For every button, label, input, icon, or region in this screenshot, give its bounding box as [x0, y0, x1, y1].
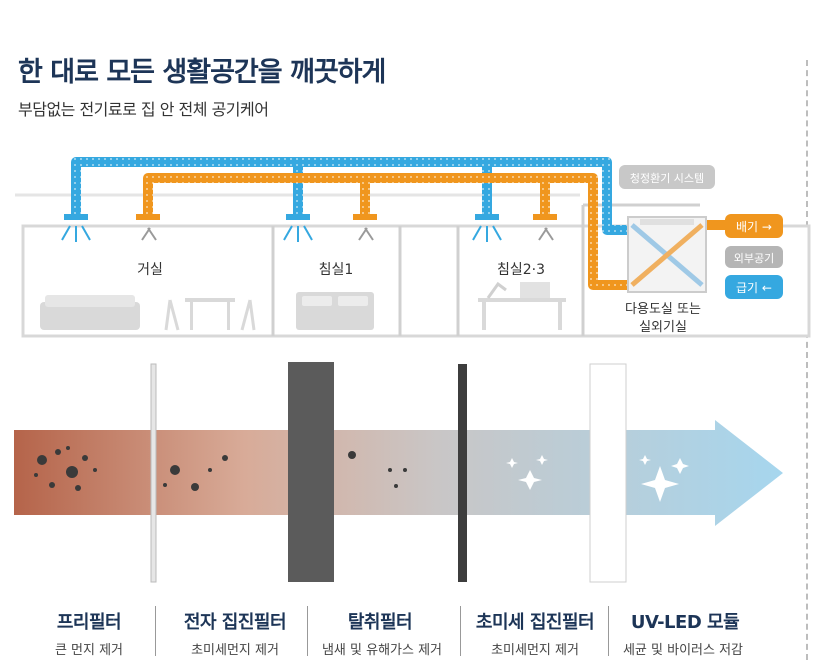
- room-label-bedroom1: 침실1: [319, 262, 354, 278]
- filter-desc-1: 큰 먼지 제거: [54, 643, 124, 658]
- room-label-bedroom23: 침실2·3: [497, 262, 545, 278]
- filter-name-5: UV-LED 모듈: [630, 612, 740, 633]
- filter-separator: [155, 606, 156, 656]
- sparkle-icons: [506, 455, 689, 502]
- air-flow-arrow: [14, 420, 783, 526]
- filter-name-3: 탈취필터: [347, 612, 413, 633]
- deodorizing-filter-panel: [458, 364, 467, 582]
- furniture-icons: [40, 281, 566, 331]
- utility-room-label-2: 실외기실: [639, 320, 687, 335]
- exhaust-badge: 배기 →: [725, 214, 783, 238]
- system-label-badge: 청정환기 시스템: [619, 165, 715, 189]
- room-label-living: 거실: [137, 262, 163, 278]
- supply-badge: 급기 ←: [725, 275, 783, 299]
- system-label-text: 청정환기 시스템: [630, 172, 704, 185]
- orange-exhaust-duct: [136, 173, 726, 290]
- filter-name-2: 전자 집진필터: [183, 612, 287, 633]
- filter-desc-4: 초미세먼지 제거: [491, 643, 579, 658]
- filter-name-4: 초미세 집진필터: [475, 612, 595, 633]
- supply-label: 급기 ←: [736, 281, 772, 295]
- electronic-filter-panel: [288, 362, 334, 582]
- utility-room-label-1: 다용도실 또는: [625, 302, 701, 317]
- filter-separator: [307, 606, 308, 656]
- vent-airflow-icons: [61, 225, 554, 242]
- filter-separator: [608, 606, 609, 656]
- filter-desc-2: 초미세먼지 제거: [191, 643, 279, 658]
- dust-particles: [34, 446, 407, 491]
- ventilation-unit: [627, 216, 707, 293]
- exhaust-label: 배기 →: [736, 220, 772, 234]
- blue-supply-duct: [64, 157, 640, 235]
- filter-desc-5: 세균 및 바이러스 저감: [622, 643, 744, 658]
- filter-separator: [460, 606, 461, 656]
- prefilter-panel: [150, 363, 157, 583]
- page-subtitle: 부담없는 전기료로 집 안 전체 공기케어: [18, 100, 269, 119]
- page-title: 한 대로 모든 생활공간을 깨끗하게: [18, 57, 386, 88]
- divider-line: [806, 60, 808, 660]
- filter-desc-3: 냄새 및 유해가스 제거: [321, 643, 443, 658]
- outside-air-badge: 외부공기: [725, 246, 783, 268]
- filter-name-1: 프리필터: [56, 612, 122, 633]
- outside-air-label: 외부공기: [734, 252, 774, 265]
- uv-led-panel: [589, 363, 627, 583]
